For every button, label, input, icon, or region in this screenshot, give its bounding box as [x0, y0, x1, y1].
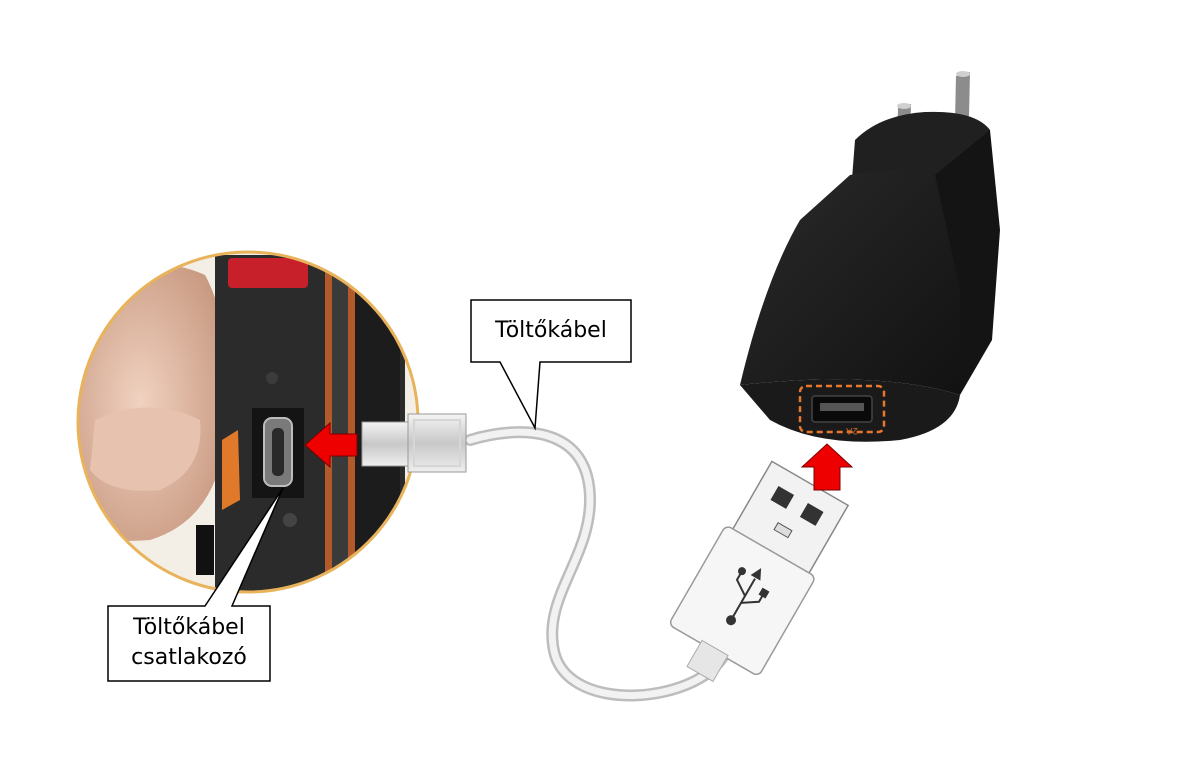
finger: [78, 263, 228, 541]
micro-usb-plug-housing: [407, 413, 467, 473]
callout-connector: Töltőkábel csatlakozó: [108, 613, 270, 673]
callout-connector-shape: [107, 487, 284, 682]
charger-port-highlight: [798, 384, 886, 434]
red-arrow-up-icon: [800, 443, 854, 491]
fingernail: [90, 407, 201, 491]
usb-trident-icon: [726, 567, 770, 626]
charging-cable: [361, 413, 736, 702]
callout-cable-shape: [470, 299, 632, 431]
callout-cable-label: Töltőkábel: [495, 318, 607, 343]
callout-connector-line1: Töltőkábel: [133, 615, 245, 640]
device-orange-latch: [222, 430, 240, 510]
red-arrow-left-icon: [304, 421, 358, 469]
micro-usb-plug-tip: [361, 421, 411, 467]
wall-charger: 2A: [740, 71, 1000, 442]
device-closeup: [76, 250, 420, 594]
callout-cable: Töltőkábel: [471, 316, 631, 346]
usb-a-plug: [669, 460, 850, 683]
charger-rating-label: 2A: [845, 425, 858, 435]
device-red-button: [228, 258, 308, 288]
charger-front-face: [740, 170, 960, 395]
callout-connector-line2: csatlakozó: [131, 645, 247, 670]
